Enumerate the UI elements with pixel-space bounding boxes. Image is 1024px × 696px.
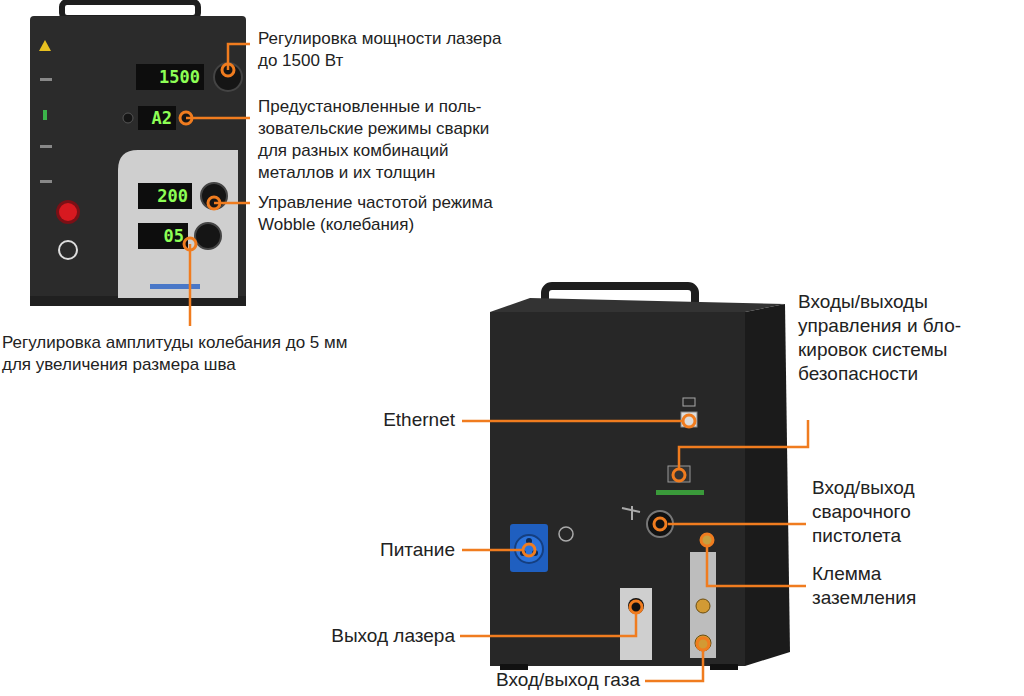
logo <box>150 284 200 289</box>
gas-panel <box>690 552 716 658</box>
callout-text: Ethernet <box>300 408 455 432</box>
callout-text: Вход/выход газа <box>400 668 640 692</box>
device-side <box>745 304 790 666</box>
callout-text: Управление частотой режима Wobble (колеб… <box>258 192 520 236</box>
io-connector <box>668 466 690 482</box>
display <box>138 183 192 209</box>
leader-line <box>462 420 682 423</box>
gun-icon <box>622 506 640 520</box>
leader-dot <box>222 64 234 76</box>
indicator <box>40 180 52 183</box>
callout-text: Вход/выход сварочного пистолета <box>812 476 972 548</box>
indicator <box>40 145 52 148</box>
back-device <box>490 286 790 670</box>
leader-line <box>460 614 636 636</box>
emergency-button-ring <box>56 200 80 224</box>
callout-text: Регулировка амплитуды колебания до 5 мм … <box>2 332 358 376</box>
foot <box>710 664 738 670</box>
leader-line <box>186 117 250 120</box>
callout-text: Выход лазера <box>250 624 455 648</box>
indicator <box>43 110 47 120</box>
button <box>123 113 133 123</box>
leader-dot <box>683 415 695 427</box>
warning-icon <box>39 40 51 51</box>
leader-dot <box>180 112 192 124</box>
emergency-button <box>59 203 77 221</box>
leader-dot <box>523 544 535 556</box>
leader-line <box>189 244 192 326</box>
front-panel <box>118 150 238 298</box>
ground-terminal <box>701 534 713 546</box>
leader-dot <box>208 197 220 209</box>
back-leaders <box>460 415 808 681</box>
display <box>138 106 176 130</box>
callout-text: Предустановленные и поль- зовательские р… <box>258 96 510 184</box>
leader-dot <box>697 638 709 650</box>
leader-line <box>462 549 522 552</box>
power-socket <box>510 524 548 572</box>
leader-line <box>668 523 806 526</box>
device-body <box>490 312 745 666</box>
display <box>138 223 188 249</box>
knob <box>195 223 221 249</box>
io-strip <box>656 490 704 495</box>
callout-text: Входы/выходы управления и бло- кировок с… <box>798 290 1013 386</box>
display-value: 1500 <box>136 66 200 88</box>
gas-fitting <box>696 599 710 613</box>
leader-dot <box>701 534 713 546</box>
leader-dot <box>630 601 642 613</box>
callout-text: Клемма заземления <box>812 562 962 610</box>
leader-dot <box>673 469 685 481</box>
handle <box>62 2 198 18</box>
display-value: 05 <box>138 225 184 247</box>
device-body <box>30 16 246 306</box>
display-value: A2 <box>138 107 172 129</box>
display <box>136 64 204 90</box>
knob <box>201 183 227 209</box>
gas-fitting <box>695 635 711 651</box>
laser-port <box>628 598 644 614</box>
front-device <box>30 2 246 306</box>
callout-text: Питание <box>300 538 455 562</box>
key-switch <box>59 241 77 259</box>
leader-dot <box>654 518 666 530</box>
leader-dot <box>184 238 196 250</box>
display-value: 200 <box>138 185 188 207</box>
leader-line <box>645 651 703 681</box>
ethernet-icon <box>683 398 695 406</box>
indicator <box>40 78 52 81</box>
earth-symbol <box>559 527 573 541</box>
callout-text: Регулировка мощности лазера до 1500 Вт <box>258 28 510 72</box>
leader-line <box>707 547 806 586</box>
device-top <box>490 298 785 312</box>
ethernet-port <box>681 412 697 427</box>
leader-line <box>679 420 808 468</box>
